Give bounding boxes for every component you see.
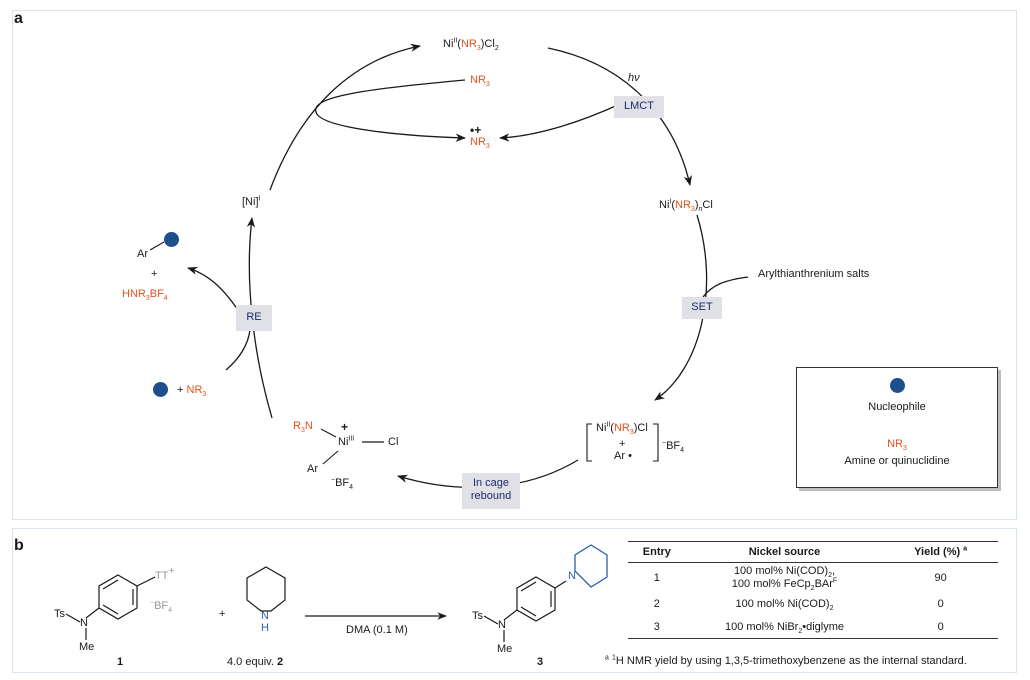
arrow-nr3-radical [315, 79, 467, 142]
ni-i-complex: NiI(NR3)nCl [659, 198, 713, 214]
bracket-ni-ii-complex: NiII(NR3)Cl [596, 421, 648, 437]
reactant1-n-ts-bond [65, 613, 81, 623]
product-piperidine-ring [574, 544, 608, 588]
product-ar: Ar [137, 248, 148, 260]
product-c-pipn-bond [554, 580, 567, 589]
panel-b-frame [12, 528, 1017, 673]
legend-box: Nucleophile NR3 Amine or quinuclidine [796, 367, 998, 488]
arrow-lmct-to-radical [498, 103, 621, 142]
reactant1-benzene-ring [98, 574, 138, 620]
bond-ni-ar [322, 450, 339, 465]
ni-iii-amine-ligand: R3N [293, 420, 313, 435]
legend-nucleophile-dot [890, 378, 905, 393]
row2-source: 100 mol% Ni(COD)2 [735, 598, 834, 613]
arrow-aryl-salts-feed [702, 276, 749, 298]
bracket-counterion: −BF4 [662, 439, 685, 455]
product-benzene-ring [516, 576, 556, 622]
piperidine-h: H [261, 622, 269, 634]
product-aromatic-bond-a [520, 581, 537, 592]
reactant1-n: N [80, 617, 88, 629]
row2-yield: 0 [937, 598, 944, 610]
arrow-nucleophile-feed [225, 329, 251, 371]
header-entry: Entry [628, 541, 686, 563]
products-plus: + [151, 268, 158, 280]
product-piperidine-n: N [568, 570, 576, 582]
table-footnote: a 1H NMR yield by using 1,3,5-trimethoxy… [605, 654, 967, 667]
panel-a-frame [12, 10, 1017, 520]
row1-entry: 1 [653, 571, 660, 584]
bond-ar-nucleophile [149, 241, 165, 251]
row1-yield: 90 [934, 571, 947, 584]
panel-a-letter: a [14, 10, 23, 27]
product-n-ts-bond [483, 615, 499, 625]
product-c-n-bond [503, 609, 518, 621]
amine-nr3: NR3 [470, 74, 490, 89]
ni-iii-charge: + [341, 420, 349, 434]
reactant1-me: Me [79, 641, 95, 653]
amine-radical-cation: NR3 [470, 136, 490, 151]
ni-iii-cl: Cl [388, 436, 399, 448]
arrow-ni-i-to-ni-ii [269, 43, 422, 191]
reaction-conditions: DMA (0.1 M) [346, 624, 408, 636]
product-aromatic-bond-c [520, 606, 537, 617]
ni-iii-ar: Ar [307, 463, 318, 475]
reactant1-tt: TT+ [155, 566, 175, 582]
nucleophile-dot-product [164, 232, 179, 247]
ammonium-salt: HNR3BF4 [122, 288, 168, 303]
row1-source: 100 mol% Ni(COD)2,100 mol% FeCp2BArF [731, 565, 838, 593]
row3-entry: 3 [628, 613, 686, 639]
legend-amine-label: Amine or quinuclidine [844, 455, 950, 467]
product-ts: Ts [472, 610, 483, 622]
aryl-thianthrenium-salts: Arylthianthrenium salts [758, 268, 870, 280]
reactant1-ts: Ts [54, 608, 65, 620]
panel-b-letter: b [14, 537, 24, 554]
ni-iii-counterion: −BF4 [331, 476, 354, 492]
product-me: Me [497, 643, 513, 655]
light-hv: hν [628, 72, 640, 84]
radical-cation-mark: •+ [470, 123, 482, 137]
table-row: 1 100 mol% Ni(COD)2,100 mol% FeCp2BArF 9… [628, 563, 998, 594]
product-n: N [498, 619, 506, 631]
reactant2-equiv: 4.0 equiv. 2 [227, 656, 284, 668]
reactant1-number: 1 [117, 656, 124, 668]
panel-b-plus: + [219, 608, 226, 620]
header-yield: Yield (%) a [883, 541, 998, 563]
optimization-table: Entry Nickel source Yield (%) a 1 100 mo… [628, 541, 998, 639]
row3-yield: 0 [883, 613, 998, 639]
piperidine-ring [246, 566, 286, 612]
reactant1-c-tt-bond [136, 576, 156, 587]
left-bracket [586, 423, 592, 462]
re-box: RE [236, 305, 272, 331]
nucleophile-dot-reactant [153, 382, 168, 397]
piperidine-n: N [261, 610, 269, 622]
right-bracket [653, 423, 659, 462]
table-header-row: Entry Nickel source Yield (%) a [628, 541, 998, 563]
row2-entry: 2 [653, 598, 660, 610]
aryl-radical: Ar • [614, 450, 632, 462]
nucleophile-plus-amine: + NR3 [177, 384, 207, 399]
table-row: 3 100 mol% NiBr2•diglyme 0 [628, 613, 998, 639]
reactant1-aromatic-bond-c [102, 604, 119, 615]
reactant1-counterion: −BF4 [150, 599, 173, 615]
reactant1-aromatic-bond-a [102, 579, 119, 590]
ni-i-species: [Ni]I [242, 195, 261, 208]
bond-n-ni [320, 428, 337, 438]
table-row: 2 100 mol% Ni(COD)2 0 [628, 593, 998, 613]
ni-iii-center: NiIII [338, 435, 355, 448]
legend-nr3: NR3 [887, 438, 907, 453]
set-box: SET [682, 297, 722, 319]
arrow-set [654, 214, 708, 401]
header-nickel-source: Nickel source [685, 541, 884, 563]
legend-nucleophile-label: Nucleophile [868, 401, 926, 413]
product-number: 3 [537, 656, 544, 668]
ni-ii-nr3-cl2-complex: NiII(NR3)Cl2 [443, 37, 499, 53]
bracket-plus: + [619, 438, 626, 450]
lmct-box: LMCT [614, 96, 664, 118]
row3-source: 100 mol% NiBr2•diglyme [685, 613, 884, 639]
reactant1-c-n-bond [85, 607, 100, 619]
